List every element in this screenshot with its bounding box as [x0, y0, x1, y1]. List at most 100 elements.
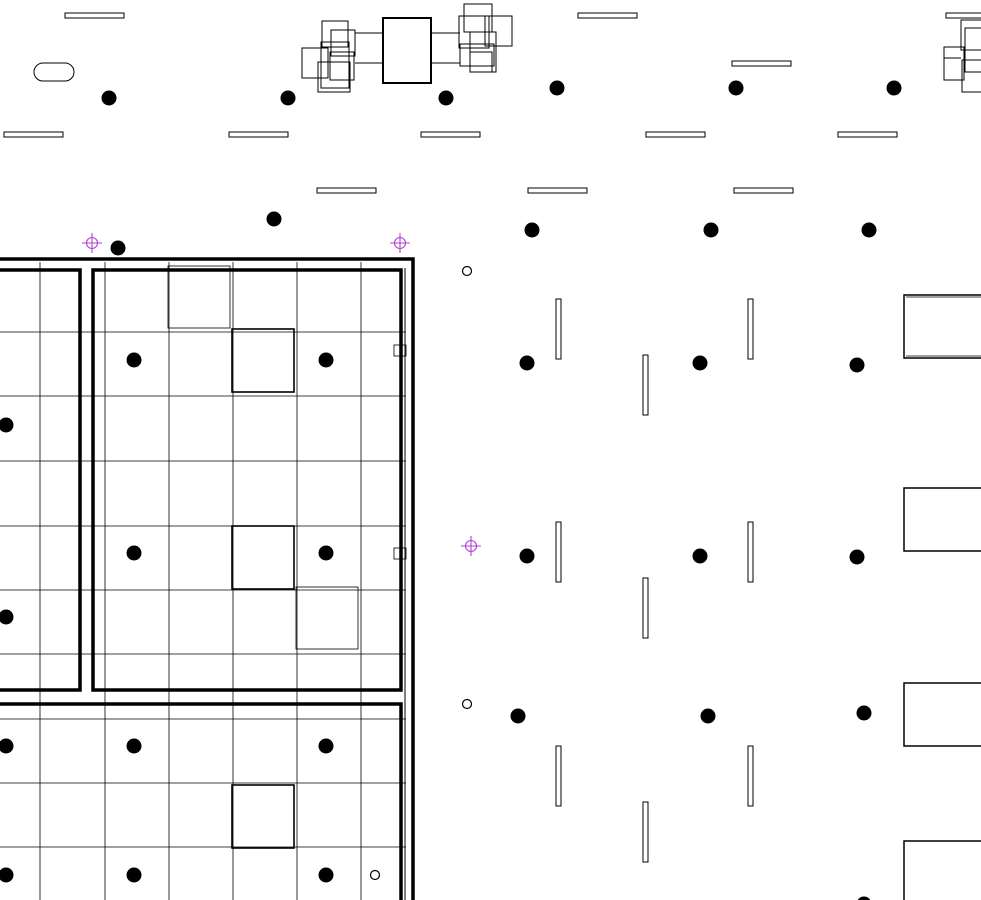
column-icon	[0, 867, 14, 883]
column-icon	[519, 355, 535, 371]
column-icon	[524, 222, 540, 238]
outer-wall	[0, 257, 415, 900]
conference-table-icon-partial	[943, 19, 981, 93]
chair-icon	[961, 59, 981, 93]
column-icon	[861, 222, 877, 238]
ceiling-tile-grid	[0, 262, 406, 900]
chair-icon	[321, 20, 349, 48]
light-panel	[231, 784, 295, 849]
column-icon	[266, 211, 282, 227]
linear-light	[64, 12, 125, 19]
sprinkler-icon	[369, 869, 381, 881]
column-icon	[126, 352, 142, 368]
sprinkler-heads	[369, 265, 473, 881]
table-top	[382, 17, 432, 84]
light-panel	[231, 328, 295, 393]
linear-light	[645, 131, 706, 138]
sprinkler-icon	[461, 698, 473, 710]
linear-light	[555, 745, 562, 807]
crosshair-icon	[82, 233, 102, 253]
column-icon	[126, 545, 142, 561]
column-icon	[692, 355, 708, 371]
linear-light	[228, 131, 289, 138]
columns	[0, 80, 902, 900]
chair-icon	[469, 51, 493, 73]
column-icon	[849, 357, 865, 373]
linear-light	[837, 131, 898, 138]
column-icon	[857, 896, 871, 900]
wall-panel	[903, 840, 981, 900]
chair-icon	[964, 27, 981, 73]
chair-icon	[463, 3, 493, 33]
linear-light	[731, 60, 792, 67]
chair-icon	[484, 15, 513, 47]
room-center-wall	[91, 268, 403, 692]
column-icon	[849, 549, 865, 565]
linear-light	[642, 801, 649, 863]
wall-device	[393, 344, 407, 357]
reference-markers	[82, 233, 481, 556]
column-icon	[110, 240, 126, 256]
crosshair-icon	[461, 536, 481, 556]
column-icon	[0, 609, 14, 625]
chair-icon	[317, 61, 351, 93]
linear-light	[945, 12, 981, 19]
ceiling-light-panels	[231, 328, 295, 849]
wall-device	[393, 547, 407, 560]
column-icon	[0, 417, 14, 433]
light-panel	[231, 525, 295, 590]
column-icon	[692, 548, 708, 564]
wall-panel	[903, 487, 981, 552]
column-icon	[700, 708, 716, 724]
chair-icon	[329, 51, 355, 81]
chair-icon	[960, 19, 981, 51]
linear-light	[733, 187, 794, 194]
linear-light	[642, 354, 649, 416]
chair-icon	[330, 29, 356, 57]
column-icon	[0, 738, 14, 754]
column-icon	[318, 867, 334, 883]
wall-panel	[903, 682, 981, 747]
access-panel	[295, 586, 359, 650]
linear-light	[3, 131, 64, 138]
chair-icon	[301, 47, 329, 79]
column-icon	[126, 738, 142, 754]
access-panel	[167, 265, 231, 329]
column-icon	[856, 705, 872, 721]
sprinkler-icon	[461, 265, 473, 277]
column-icon	[101, 90, 117, 106]
chair-icon	[320, 41, 350, 89]
access-panels	[167, 265, 359, 650]
chair-icon	[459, 43, 495, 67]
linear-light	[642, 577, 649, 639]
room-walls	[0, 257, 415, 900]
column-icon	[886, 80, 902, 96]
conference-table-icon	[301, 3, 513, 93]
column-icon	[549, 80, 565, 96]
column-icon	[510, 708, 526, 724]
linear-light	[316, 187, 377, 194]
linear-lights-horizontal	[3, 12, 981, 194]
linear-light	[555, 298, 562, 360]
linear-lights-vertical	[555, 298, 754, 863]
linear-light	[555, 521, 562, 583]
linear-light	[747, 298, 754, 360]
wall-panel	[903, 294, 981, 359]
linear-light	[577, 12, 638, 19]
column-icon	[318, 545, 334, 561]
room-left-wall	[0, 268, 82, 692]
column-icon	[318, 352, 334, 368]
right-panels	[903, 294, 981, 900]
column-icon	[318, 738, 334, 754]
column-icon	[703, 222, 719, 238]
linear-light	[527, 187, 588, 194]
linear-light	[747, 745, 754, 807]
column-icon	[519, 548, 535, 564]
linear-light	[747, 521, 754, 583]
column-icon	[126, 867, 142, 883]
linear-light	[420, 131, 481, 138]
room-lower-wall	[0, 702, 403, 900]
crosshair-icon	[390, 233, 410, 253]
oval-fixture	[33, 62, 75, 82]
column-icon	[438, 90, 454, 106]
